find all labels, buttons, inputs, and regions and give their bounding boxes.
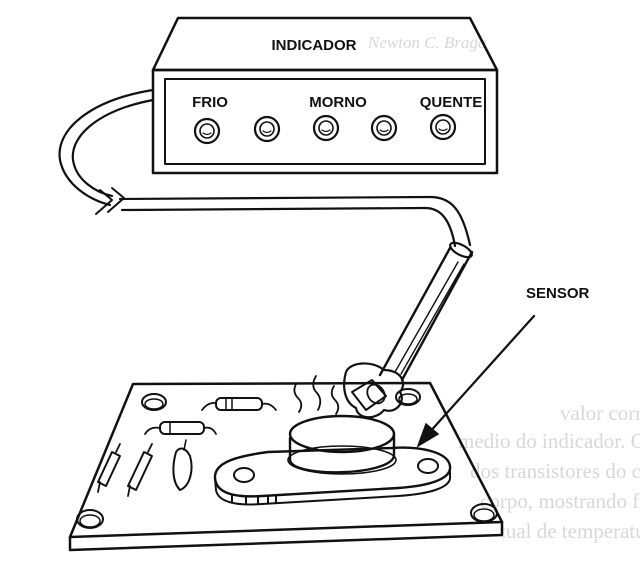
led-5 (429, 113, 457, 141)
led-4 (370, 114, 398, 142)
resistor-vertical (127, 443, 153, 497)
led-2 (253, 115, 281, 143)
bleed-header: Newton C. Braga (367, 33, 487, 52)
board-edge (68, 520, 504, 552)
label-quente: QUENTE (420, 94, 483, 111)
capacitor (172, 439, 193, 491)
cable (58, 88, 472, 248)
mount-hole (76, 509, 104, 529)
mount-hole (395, 388, 421, 406)
resistor-vertical (97, 443, 121, 493)
resistor (201, 397, 277, 411)
bleed-line-5: tual de temperatura. Cinco leds ligados … (500, 519, 640, 543)
indicator-box: INDICADOR FRIO MORNO QUENTE (151, 16, 499, 175)
sensor-arrow (416, 314, 536, 448)
resistor (144, 421, 217, 435)
heat-waves (293, 375, 340, 415)
bleed-line-1: valor correspondente da temperatura (560, 401, 640, 425)
sensor-probe (343, 241, 474, 419)
led-1 (193, 117, 221, 145)
label-morno: MORNO (309, 94, 367, 111)
indicator-panel (164, 78, 486, 165)
sensor-label: SENSOR (526, 285, 590, 302)
bleed-line-2: medio do indicador. O ponteiro quando (458, 429, 640, 453)
indicator-title: INDICADOR (272, 37, 357, 54)
mount-hole (141, 393, 167, 411)
power-transistor (213, 414, 452, 506)
board-top (68, 381, 504, 539)
mount-hole (470, 503, 498, 523)
cable-break-mark (95, 189, 113, 215)
bleed-line-3: dos transistores do circuito. Uma cor (470, 459, 640, 483)
label-frio: FRIO (192, 94, 228, 111)
bleed-line-4: corpo, mostrando frio ou quente, em que (480, 489, 640, 513)
led-3 (312, 114, 340, 142)
circuit-board (68, 381, 504, 552)
bleed-through-text: Newton C. Braga valor correspondente da … (367, 33, 640, 543)
